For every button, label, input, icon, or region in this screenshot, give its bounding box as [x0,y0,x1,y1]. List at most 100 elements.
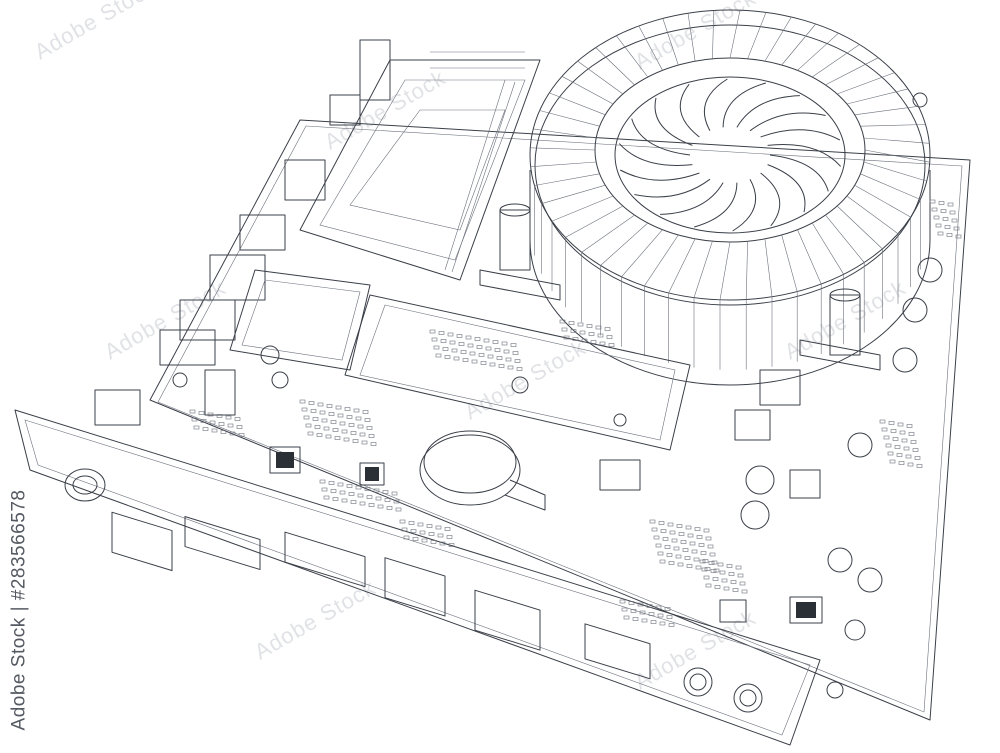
smd-part [881,427,888,432]
smd-part [659,621,666,626]
smd-part [905,454,912,459]
smd-part [366,426,373,430]
smd-part [431,337,438,342]
chips [269,369,823,624]
smd-part [916,464,923,468]
smd-part [391,491,398,496]
smd-part [559,319,566,324]
smd-part [623,615,630,620]
smd-part [686,564,693,568]
smd-part [341,429,348,434]
smd-part [657,613,664,618]
smd-part [412,537,419,541]
smd-part [938,201,945,205]
smd-part [334,436,341,440]
smd-part [910,440,917,444]
smd-part [216,414,223,418]
smd-part [698,543,705,547]
smd-part [933,215,940,220]
smd-part [447,332,454,337]
smd-part [325,434,332,439]
smd-part [676,524,683,528]
watermark-text: Adobe Stock [30,0,160,64]
cooler-fin [863,137,930,144]
smd-part [435,525,442,530]
smd-part [359,501,366,506]
smd-part [702,559,709,563]
cooler-fin [812,44,860,78]
smd-part [695,565,702,570]
smd-part [218,422,225,426]
smd-part [344,407,351,411]
smd-part [225,415,232,420]
smd-part [234,417,241,421]
smd-part [437,533,444,538]
smd-part [667,522,674,527]
smd-part [894,445,901,449]
smd-part [653,535,660,540]
smd-part [929,199,936,204]
smd-part [708,561,715,565]
smd-part [675,554,682,559]
cooler-fin [644,234,679,287]
smd-part [888,421,895,425]
smd-part [393,499,400,504]
smd-part [712,577,719,581]
smd-part [879,419,886,424]
smd-part [399,519,406,524]
smd-part [503,349,510,354]
smd-part [710,569,717,573]
cooler-blade [732,178,757,232]
cooler-blade [760,172,781,227]
smd-part [328,481,335,485]
smd-part [446,535,453,539]
smd-part [714,585,721,589]
smd-part [947,202,954,207]
watermark-text: Adobe Stock [320,65,450,155]
stock-id-sidebar: Adobe Stock | #283566578 [4,470,34,750]
smd-part [901,438,908,443]
cooler-fin [825,214,865,263]
smd-part [200,419,207,423]
cooler-fin [534,173,600,186]
smd-part [689,541,696,546]
smd-part [485,346,492,351]
smd-part [419,530,426,535]
smd-part [480,361,487,365]
smd-part [726,564,733,568]
smd-part [666,553,673,557]
cooler-fin [687,13,696,62]
smd-part [467,343,474,348]
smd-part [343,437,350,442]
smd-part [359,432,366,437]
smd-part [198,411,205,415]
smd-part [619,599,626,604]
stock-id-label: Adobe Stock | #283566578 [8,489,29,731]
smd-part [498,364,505,368]
smd-part [384,498,391,502]
cooler-fin [781,23,816,66]
smd-part [494,348,501,352]
smd-part [428,532,435,536]
smd-part [386,506,393,510]
io-shield [14,409,821,746]
smd-part [317,402,324,407]
smd-part [561,327,568,332]
smd-part [474,337,481,341]
smd-part [401,527,408,532]
smd-part [649,519,656,524]
smd-part [460,350,467,354]
smd-part [721,578,728,583]
smd-part [944,225,951,229]
cooler-blade [634,178,711,198]
smd-part [912,448,919,452]
smd-part [887,451,894,456]
smd-part [664,607,671,611]
cooler-fin [854,184,911,218]
smd-part [577,322,584,327]
smd-part [650,620,657,624]
smd-part [664,545,671,549]
smd-part [588,332,595,336]
smd-part [492,340,499,344]
cooler-fin [864,149,930,163]
